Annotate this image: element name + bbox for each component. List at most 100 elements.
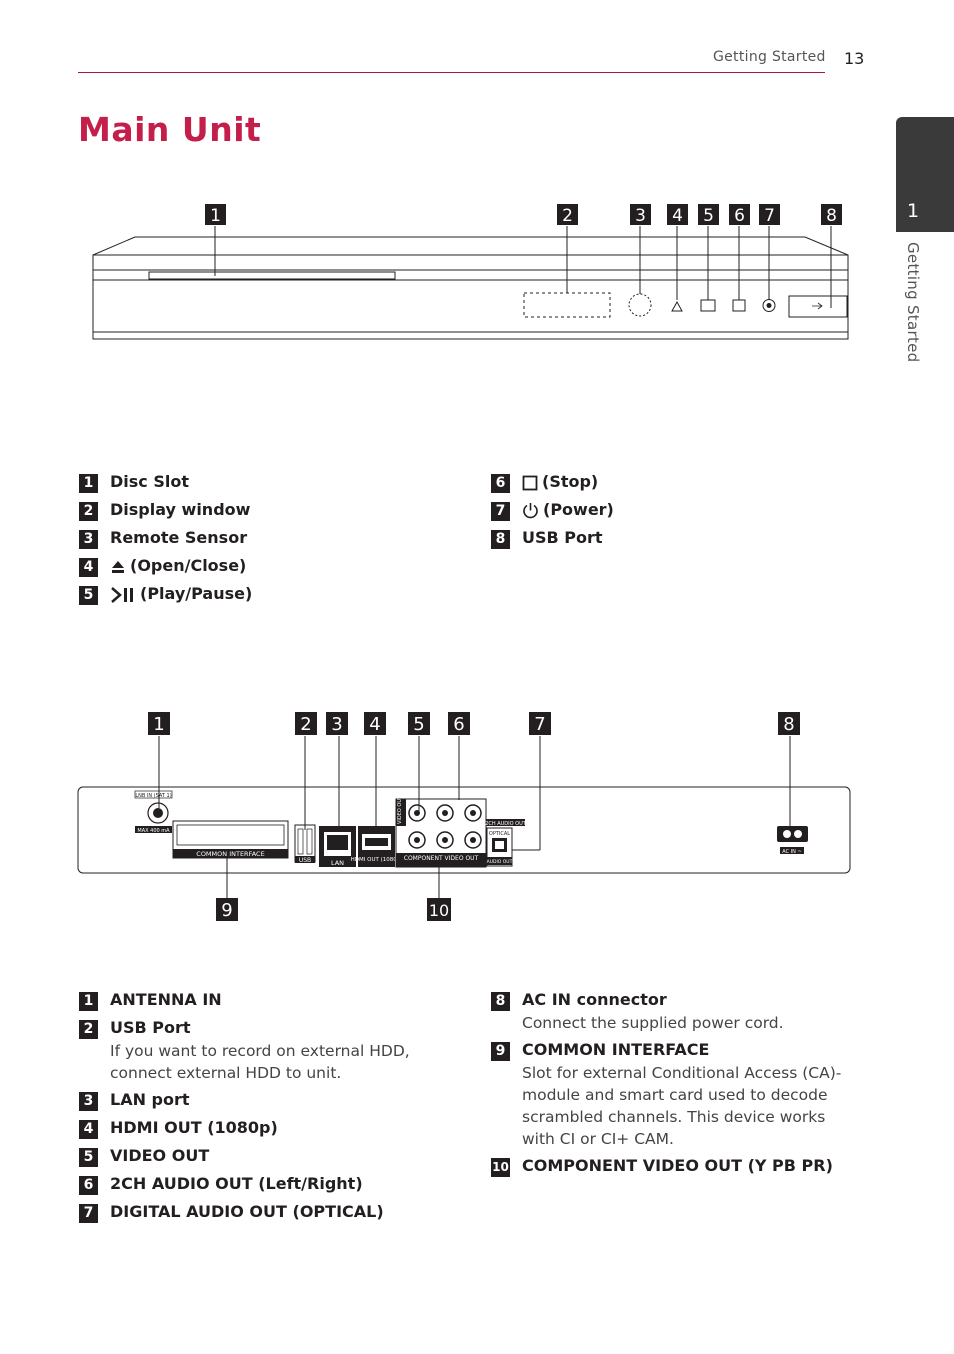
- item-number: 7: [491, 502, 510, 521]
- item-label: (Play/Pause): [140, 584, 253, 603]
- eject-icon: [112, 560, 124, 573]
- rear-callout-8: 8: [783, 714, 794, 735]
- list-item: 4 HDMI OUT (1080p): [79, 1116, 469, 1144]
- list-item: 8 USB Port: [491, 526, 871, 554]
- item-description: Slot for external Conditional Access (CA…: [522, 1064, 842, 1148]
- page-number: 13: [844, 49, 865, 68]
- rear-callout-3: 3: [331, 714, 342, 735]
- item-number: 9: [491, 1042, 510, 1061]
- item-number: 7: [79, 1204, 98, 1223]
- list-item: 1 Disc Slot: [79, 470, 459, 498]
- item-label: USB Port: [522, 528, 603, 547]
- item-label: Display window: [110, 500, 251, 519]
- rear-callout-2: 2: [300, 714, 311, 735]
- rear-callout-10: 10: [429, 901, 449, 920]
- front-callout-7: 7: [764, 206, 775, 226]
- front-callout-1: 1: [210, 206, 221, 226]
- item-description: If you want to record on external HDD, c…: [110, 1042, 410, 1082]
- chapter-tab-number: 1: [907, 200, 920, 222]
- lan-label: LAN: [331, 859, 344, 867]
- audio-out-label: 2CH AUDIO OUT: [485, 821, 527, 827]
- list-item: 5 (Play/Pause): [79, 582, 459, 610]
- front-callout-5: 5: [703, 206, 714, 226]
- power-icon: [523, 503, 538, 519]
- front-list-right: 6 (Stop) 7 (Power) 8 USB Port: [491, 470, 871, 554]
- front-list-left: 1 Disc Slot 2 Display window 3 Remote Se…: [79, 470, 459, 610]
- rear-list-right: 8 AC IN connector Connect the supplied p…: [491, 988, 871, 1182]
- antenna-max-label: MAX 400 mA: [137, 828, 170, 834]
- front-callout-8: 8: [826, 206, 837, 226]
- item-label: (Open/Close): [130, 556, 247, 575]
- list-item: 6 2CH AUDIO OUT (Left/Right): [79, 1172, 469, 1200]
- rear-list-left: 1 ANTENNA IN 2 USB Port If you want to r…: [79, 988, 469, 1228]
- item-number: 2: [79, 1020, 98, 1039]
- front-panel-diagram: 1 2 3 4 5 6 7 8: [92, 204, 849, 340]
- running-header-section: Getting Started: [713, 49, 826, 65]
- front-callout-6: 6: [734, 206, 745, 226]
- list-item: 4 (Open/Close): [79, 554, 459, 582]
- antenna-label: LNB IN (SAT 1): [135, 793, 171, 799]
- list-item: 7 (Power): [491, 498, 871, 526]
- item-number: 1: [79, 992, 98, 1011]
- usb-label: USB: [299, 857, 311, 864]
- rear-callout-5: 5: [413, 714, 424, 735]
- item-number: 2: [79, 502, 98, 521]
- list-item: 6 (Stop): [491, 470, 871, 498]
- item-number: 5: [79, 586, 98, 605]
- list-item: 10 COMPONENT VIDEO OUT (Y PB PR): [491, 1154, 871, 1182]
- item-label: ANTENNA IN: [110, 990, 222, 1009]
- rear-callout-6: 6: [453, 714, 464, 735]
- ac-in-label: AC IN ~: [782, 849, 801, 855]
- video-out-label: VIDEO OUT: [397, 795, 403, 824]
- list-item: 3 LAN port: [79, 1088, 469, 1116]
- front-callouts: 1 2 3 4 5 6 7 8: [205, 204, 842, 226]
- list-item: 8 AC IN connector Connect the supplied p…: [491, 988, 871, 1038]
- component-label: COMPONENT VIDEO OUT: [404, 855, 479, 862]
- item-label: COMPONENT VIDEO OUT (Y PB PR): [522, 1156, 833, 1175]
- list-item: 7 DIGITAL AUDIO OUT (OPTICAL): [79, 1200, 469, 1228]
- front-callout-3: 3: [635, 206, 646, 226]
- rear-callout-7: 7: [534, 714, 545, 735]
- item-number: 3: [79, 530, 98, 549]
- item-number: 8: [491, 992, 510, 1011]
- item-label: AC IN connector: [522, 990, 667, 1009]
- item-label: USB Port: [110, 1018, 191, 1037]
- item-number: 10: [491, 1158, 510, 1177]
- item-number: 4: [79, 1120, 98, 1139]
- list-item: 2 Display window: [79, 498, 459, 526]
- rear-callout-4: 4: [369, 714, 380, 735]
- rear-callout-1: 1: [153, 714, 164, 735]
- item-label: Remote Sensor: [110, 528, 248, 547]
- item-number: 6: [491, 474, 510, 493]
- item-label: DIGITAL AUDIO OUT (OPTICAL): [110, 1202, 384, 1221]
- item-number: 6: [79, 1176, 98, 1195]
- rear-callouts: 1 2 3 4 5 6 7 8 9 10: [148, 712, 800, 921]
- item-label: HDMI OUT (1080p): [110, 1118, 278, 1137]
- stop-icon: [522, 475, 538, 490]
- rear-panel-diagram: LNB IN (SAT 1) MAX 400 mA COMMON INTERFA…: [77, 712, 851, 921]
- item-label: LAN port: [110, 1090, 190, 1109]
- list-item: 3 Remote Sensor: [79, 526, 459, 554]
- chapter-tab: [896, 117, 954, 232]
- item-number: 1: [79, 474, 98, 493]
- item-number: 3: [79, 1092, 98, 1111]
- optical-label: OPTICAL: [489, 831, 510, 837]
- item-number: 8: [491, 530, 510, 549]
- audio-out-small-label: AUDIO OUT: [487, 859, 513, 865]
- item-number: 5: [79, 1148, 98, 1167]
- front-callout-4: 4: [672, 206, 683, 226]
- list-item: 5 VIDEO OUT: [79, 1144, 469, 1172]
- item-label: Disc Slot: [110, 472, 189, 491]
- item-description: Connect the supplied power cord.: [522, 1014, 784, 1032]
- play-pause-icon: [111, 586, 133, 603]
- item-label: 2CH AUDIO OUT (Left/Right): [110, 1174, 363, 1193]
- chapter-tab-label: Getting Started: [904, 242, 922, 363]
- hdmi-label: HDMI OUT (1080p): [351, 857, 403, 863]
- rear-callout-9: 9: [221, 900, 232, 921]
- item-label: VIDEO OUT: [110, 1146, 210, 1165]
- page-title: Main Unit: [78, 110, 262, 149]
- header-rule: [78, 72, 825, 73]
- item-label: (Stop): [542, 472, 599, 491]
- front-callout-2: 2: [562, 206, 573, 226]
- list-item: 2 USB Port If you want to record on exte…: [79, 1016, 469, 1088]
